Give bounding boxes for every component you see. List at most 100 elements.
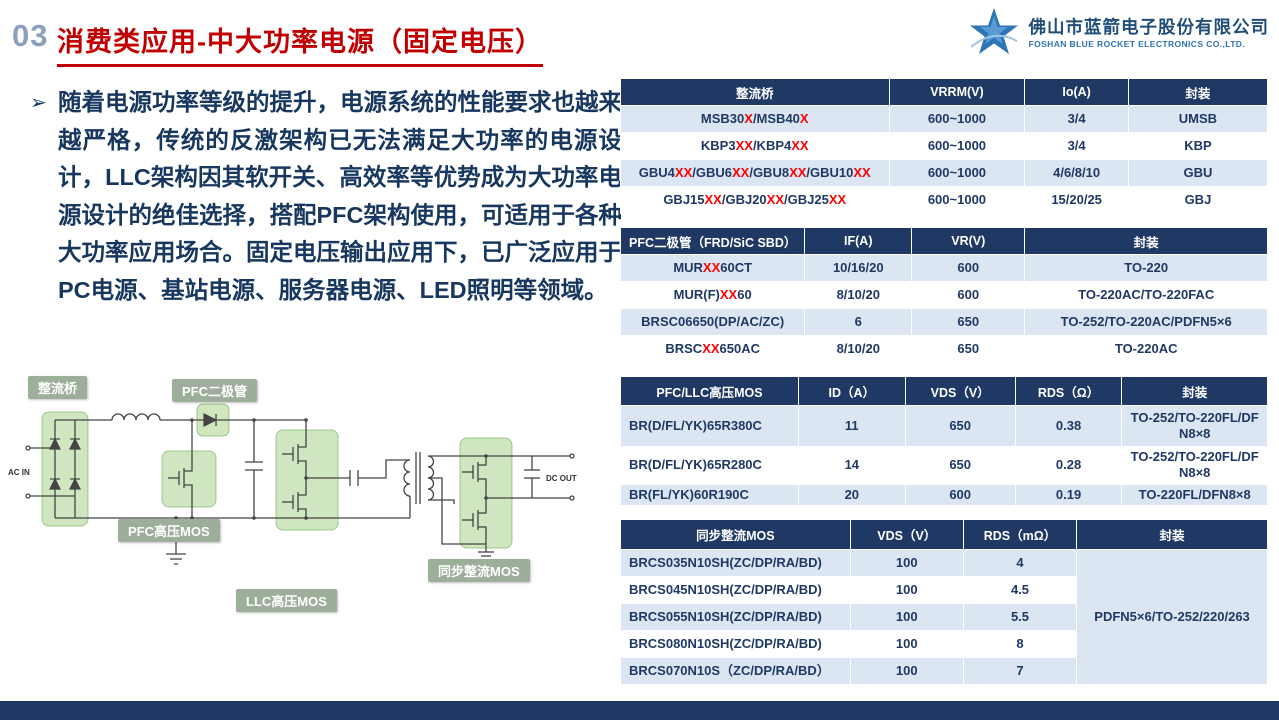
table-cell: BRSC06650(DP/AC/ZC) (619, 308, 806, 336)
table-cell: 14 (797, 446, 906, 485)
arrow-bullet-icon: ➢ (30, 92, 47, 114)
rectifier-bridge-badge: 整流桥 (28, 376, 88, 399)
column-header: 同步整流MOS (620, 518, 851, 550)
column-header: 整流桥 (620, 78, 890, 106)
table-cell: TO-220FL/DFN8×8 (1121, 483, 1268, 506)
table-cell: BR(FL/YK)60R190C (620, 483, 799, 506)
table-cell: KBP3XX/KBP4XX (620, 132, 890, 160)
table-cell: 4.5 (962, 575, 1078, 604)
table-cell: 5.5 (962, 602, 1078, 631)
pfc-diode-badge: PFC二极管 (172, 379, 258, 402)
table-cell: TO-220AC (1024, 335, 1268, 363)
table-cell: MSB30X/MSB40X (620, 105, 890, 133)
ac-in-label: AC IN (8, 468, 30, 477)
table-cell: 100 (849, 656, 964, 685)
table-cell: 600 (911, 281, 1026, 309)
table-cell: PDFN5×6/TO-252/220/263 (1076, 548, 1268, 685)
pfc-mos-highlight (161, 450, 217, 508)
llc-hv-mos-badge: LLC高压MOS (236, 589, 337, 612)
company-name-en: FOSHAN BLUE ROCKET ELECTRONICS CO.,LTD. (1028, 38, 1246, 49)
table-cell: 8 (962, 629, 1078, 658)
table-cell: 100 (849, 629, 964, 658)
page-title: 消费类应用-中大功率电源（固定电压） (57, 20, 543, 67)
table-cell: TO-252/TO-220FL/DFN8×8 (1121, 405, 1268, 447)
table-cell: 600~1000 (888, 186, 1026, 214)
table-cell: GBU4XX/GBU6XX/GBU8XX/GBU10XX (620, 159, 890, 187)
table-cell: BR(D/FL/YK)65R380C (620, 405, 799, 447)
table-cell: 0.28 (1014, 446, 1123, 485)
pfc-hv-mos-badge: PFC高压MOS (118, 519, 220, 542)
column-header: PFC/LLC高压MOS (620, 376, 799, 406)
rectifier-highlight (41, 411, 89, 527)
header-row: PFC二极管（FRD/SiC SBD）IF(A)VR(V)封装 (619, 227, 1268, 255)
table-cell: 8/10/20 (804, 335, 913, 363)
table-cell: 3/4 (1024, 132, 1129, 160)
table-cell: UMSB (1127, 105, 1269, 133)
table-cell: 3/4 (1024, 105, 1129, 133)
table-cell: 650 (904, 405, 1016, 447)
column-header: Io(A) (1024, 78, 1129, 106)
circuit-schematic: AC IN DC OUT (8, 403, 577, 565)
table-cell: 8/10/20 (804, 281, 913, 309)
table-cell: 0.38 (1014, 405, 1123, 447)
column-header: 封装 (1127, 78, 1269, 106)
column-header: 封装 (1121, 376, 1268, 406)
company-name-cn: 佛山市蓝箭电子股份有限公司 (1028, 16, 1269, 37)
table-cell: 15/20/25 (1024, 186, 1129, 214)
table-cell: TO-252/TO-220AC/PDFN5×6 (1024, 308, 1268, 336)
footer-bar (0, 701, 1279, 720)
table-cell: 4/6/8/10 (1024, 159, 1129, 187)
column-header: VRRM(V) (888, 78, 1026, 106)
table-cell: 20 (797, 483, 906, 506)
column-header: VR(V) (911, 227, 1026, 255)
table-cell: 100 (849, 602, 964, 631)
table-cell: 650 (911, 335, 1026, 363)
table-cell: 0.19 (1014, 483, 1123, 506)
table-cell: 6 (804, 308, 913, 336)
intro-text: 随着电源功率等级的提升，电源系统的性能要求也越来越严格，传统的反激架构已无法满足… (58, 89, 622, 303)
table-cell: BRCS055N10SH(ZC/DP/RA/BD) (620, 602, 851, 631)
column-header: VDS（V） (904, 376, 1016, 406)
dc-out-label: DC OUT (546, 474, 577, 483)
table-cell: BRCS080N10SH(ZC/DP/RA/BD) (620, 629, 851, 658)
company-logo: 佛山市蓝箭电子股份有限公司 FOSHAN BLUE ROCKET ELECTRO… (967, 6, 1270, 60)
column-header: RDS（mΩ） (962, 518, 1078, 550)
table-cell: MURXX60CT (619, 254, 806, 282)
column-header: IF(A) (804, 227, 913, 255)
table-cell: 100 (849, 548, 964, 577)
table-cell: BR(D/FL/YK)65R280C (620, 446, 799, 485)
table-cell: 10/16/20 (804, 254, 913, 282)
blue-rocket-star-icon (969, 8, 1018, 54)
table-cell: GBU (1127, 159, 1269, 187)
table-cell: TO-220 (1024, 254, 1268, 282)
intro-paragraph: ➢ 随着电源功率等级的提升，电源系统的性能要求也越来越严格，传统的反激架构已无法… (30, 84, 622, 310)
table-cell: 100 (849, 575, 964, 604)
column-header: 封装 (1024, 227, 1268, 255)
table-cell: 7 (962, 656, 1078, 685)
table-cell: GBJ (1127, 186, 1269, 214)
slide-number: 03 (12, 18, 49, 53)
table-cell: KBP (1127, 132, 1269, 160)
table-cell: BRCS045N10SH(ZC/DP/RA/BD) (620, 575, 851, 604)
llc-mos-highlight (275, 429, 339, 531)
table-cell: BRSCXX650AC (619, 335, 806, 363)
